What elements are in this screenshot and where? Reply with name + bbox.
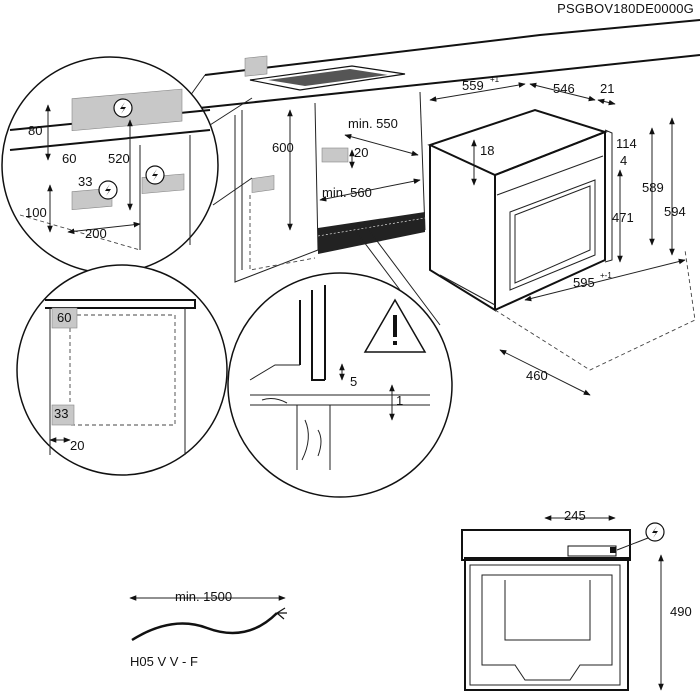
oven-depth-body: 546 [553,81,575,96]
oven-front-width-tolerance: +-1 [600,271,612,280]
niche-width-label: min. 560 [322,185,372,200]
oven-drawing: 559 +1 546 21 18 114 4 471 589 594 595 +… [427,75,696,396]
back-view-drawing: 245 490 [461,508,692,691]
width-200-label: 200 [85,226,107,241]
cable-type-label: H05 V V - F [130,654,198,669]
cutout-height-label: 80 [28,123,42,138]
electric-warning-icon [113,98,133,118]
cabinet-drawing: 600 min. 550 20 min. 560 [179,19,700,283]
back-cable-offset: 245 [564,508,586,523]
oven-door-height: 471 [612,210,634,225]
back-height-label: 490 [670,604,692,619]
cable-drawing: min. 1500 H05 V V - F [129,589,287,669]
oven-top-offset: 18 [480,143,494,158]
oven-total-height: 594 [664,204,686,219]
floor-gap-1: 1 [396,393,403,408]
height-520-label: 520 [108,151,130,166]
oven-body-height: 589 [642,180,664,195]
upper-detail-circle: 80 60 520 33 100 200 [1,56,253,274]
niche-depth-label: min. 550 [348,116,398,131]
document-code: PSGBOV180DE0000G [557,1,694,16]
floor-detail-circle: 5 1 [227,224,453,498]
electric-warning-icon [145,165,165,185]
ventilation-gap-label: 20 [354,145,368,160]
side-bottom-gap: 33 [54,406,68,421]
oven-front-width: 595 [573,275,595,290]
oven-base-depth: 460 [526,368,548,383]
oven-width-top: 559 [462,78,484,93]
floor-gap-5: 5 [350,374,357,389]
niche-height-label: 600 [272,140,294,155]
oven-front-offset: 4 [620,153,627,168]
side-top-gap: 60 [57,310,71,325]
oven-top-panel: 114 [616,136,637,151]
electric-warning-icon [645,522,665,542]
cable-length-label: min. 1500 [175,589,232,604]
height-100-label: 100 [25,205,47,220]
oven-width-top-tolerance: +1 [490,75,500,84]
side-detail-circle: 60 33 20 [16,264,228,476]
side-gap: 20 [70,438,84,453]
offset-60-label: 60 [62,151,76,166]
electric-warning-icon [98,180,118,200]
offset-33-label: 33 [78,174,92,189]
oven-depth-front: 21 [600,81,614,96]
